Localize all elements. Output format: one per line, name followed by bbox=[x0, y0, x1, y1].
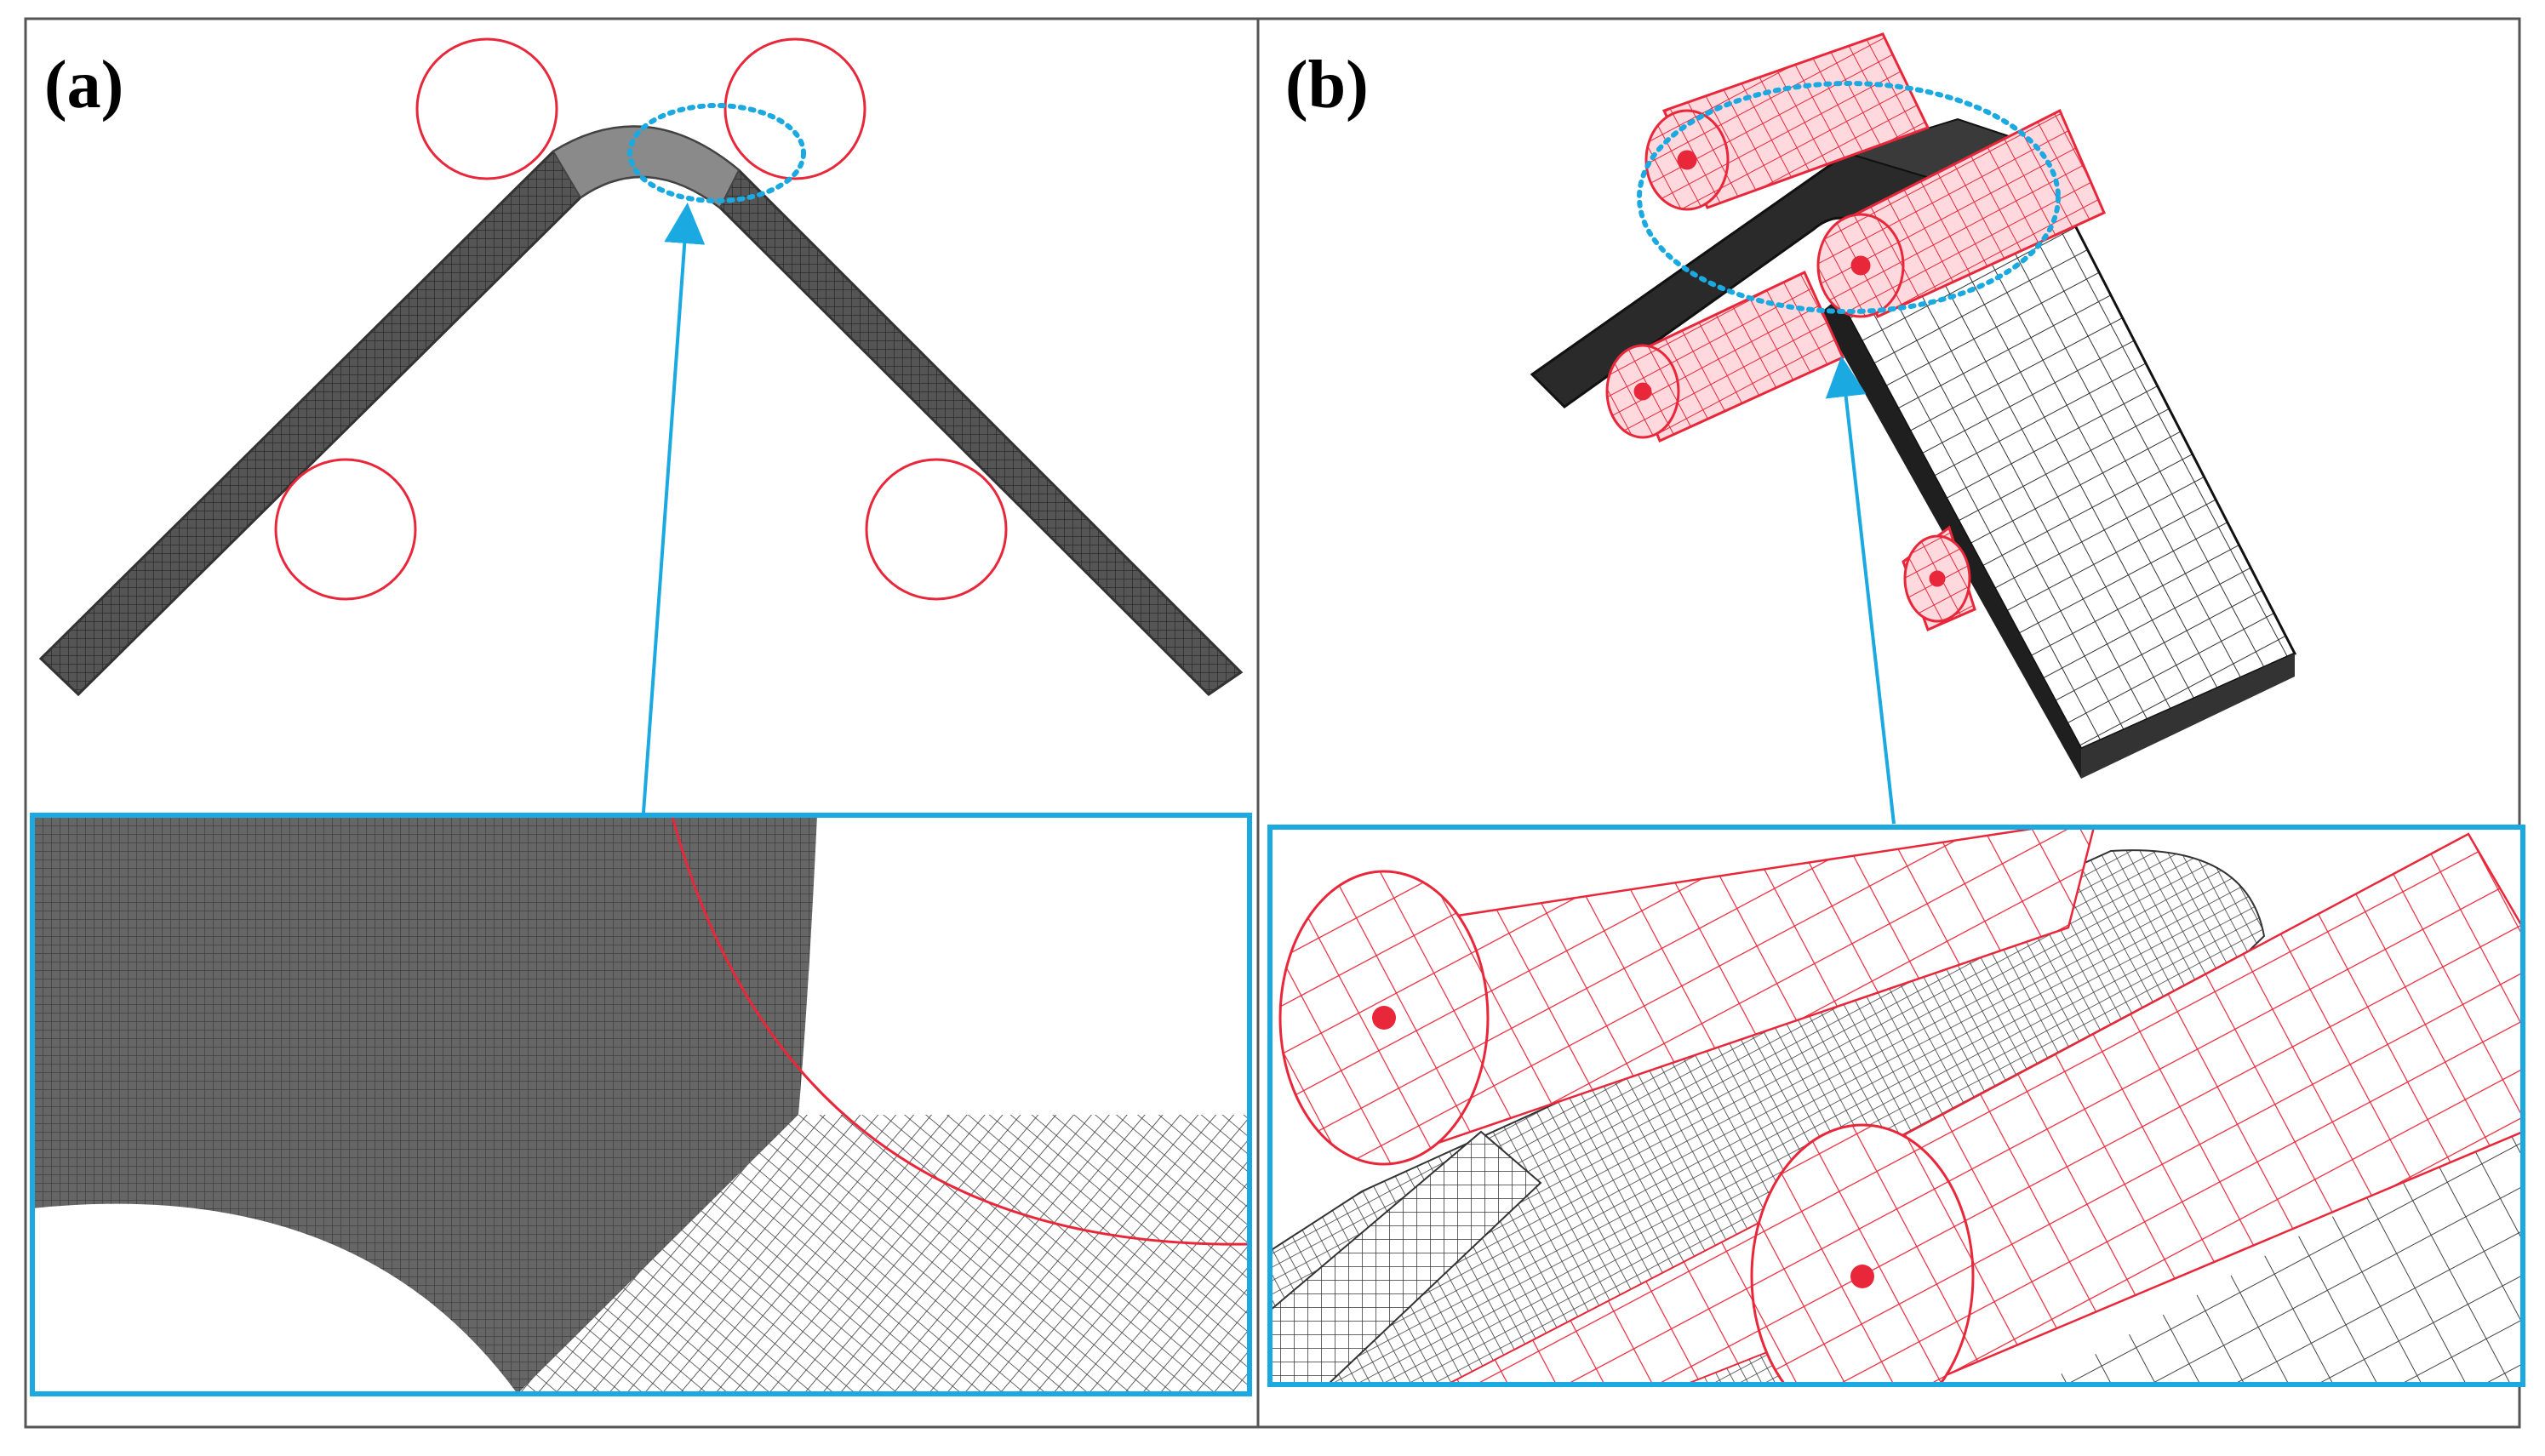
panel-a: (a) bbox=[30, 37, 1252, 1396]
roller-3d-top-right bbox=[1816, 108, 2106, 319]
roller-bottom-left bbox=[274, 458, 417, 601]
bent-plate-2d bbox=[38, 125, 1244, 697]
arrow-up-icon bbox=[1825, 356, 1896, 825]
dotted-ellipse-icon bbox=[1637, 81, 2061, 314]
figure-frame bbox=[24, 17, 2521, 1429]
roller-3d-top-left bbox=[1644, 32, 1930, 211]
roller-top-right bbox=[723, 37, 866, 180]
rollers-3d bbox=[1605, 32, 2106, 632]
zoom-inset-a bbox=[30, 813, 1252, 1396]
roller-3d-bottom-right bbox=[1902, 525, 1976, 632]
panel-a-label: (a) bbox=[44, 48, 123, 123]
bent-plate-3d bbox=[1530, 117, 2297, 779]
roller-circles-2d bbox=[274, 37, 1008, 601]
roller-3d-bottom-left bbox=[1605, 270, 1844, 443]
zoom-inset-b bbox=[1267, 825, 2525, 1387]
zoom-roller-left bbox=[1278, 827, 2096, 1166]
panel-b-label: (b) bbox=[1285, 48, 1369, 123]
panel-b: (b) bbox=[1267, 32, 2525, 1387]
arrow-up-icon bbox=[642, 203, 706, 814]
roller-top-left bbox=[415, 37, 558, 180]
zoom-roller-right bbox=[1750, 832, 2523, 1385]
roller-bottom-right bbox=[865, 458, 1008, 601]
dotted-ellipse-icon bbox=[627, 103, 806, 203]
